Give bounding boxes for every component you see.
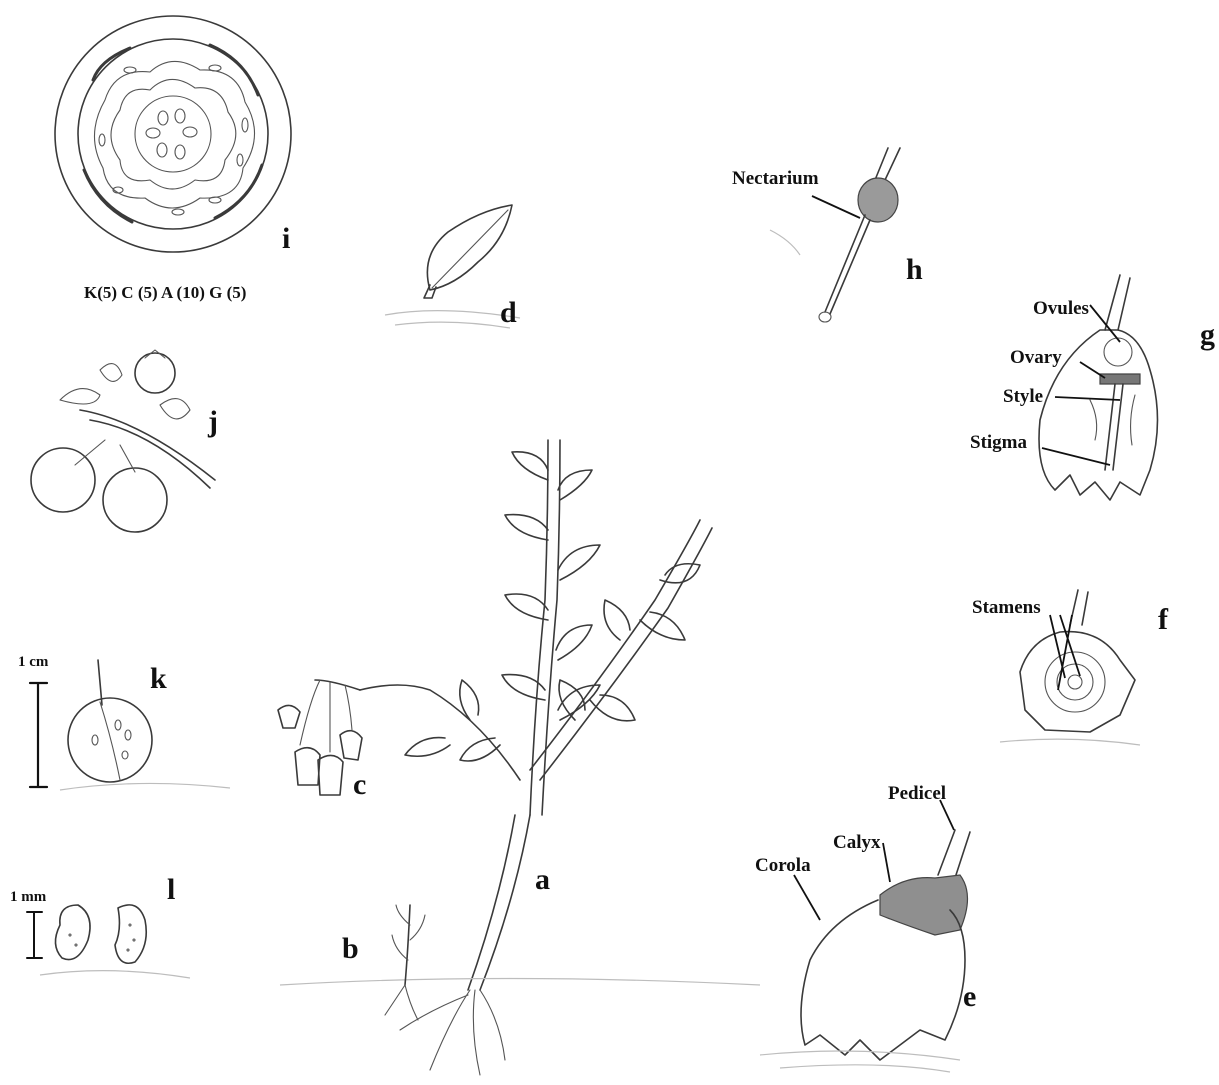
label-ovary: Ovary [1010, 347, 1062, 369]
seeds-l [27, 905, 190, 978]
ovule-ring [146, 109, 197, 159]
label-style: Style [1003, 386, 1043, 408]
seedling-b [385, 905, 425, 1020]
label-nectarium: Nectarium [732, 168, 819, 190]
panel-letter-e: e [963, 980, 976, 1014]
plant-leaves [405, 452, 700, 761]
label-ovules: Ovules [1033, 298, 1089, 320]
label-stigma: Stigma [970, 432, 1027, 454]
floral-diagram-i [55, 16, 291, 252]
label-stamens: Stamens [972, 597, 1041, 619]
label-calyx: Calyx [833, 832, 881, 854]
label-corola: Corola [755, 855, 811, 877]
floral-formula: K(5) C (5) A (10) G (5) [84, 283, 246, 303]
plant-a [280, 440, 760, 1075]
panel-letter-h: h [906, 253, 923, 287]
panel-letter-d: d [500, 296, 517, 330]
scale-label-mm: 1 mm [10, 889, 46, 906]
panel-letter-b: b [342, 932, 359, 966]
panel-letter-a: a [535, 863, 550, 897]
scale-label-cm: 1 cm [18, 654, 48, 671]
fruit-section-k [30, 660, 230, 790]
panel-letter-c: c [353, 768, 366, 802]
panel-letter-k: k [150, 662, 167, 696]
inflorescence-c [278, 680, 362, 795]
panel-letter-j: j [208, 405, 218, 439]
panel-letter-i: i [282, 222, 290, 256]
label-pedicel: Pedicel [888, 783, 946, 805]
fruiting-branch-j [31, 350, 215, 532]
panel-letter-f: f [1158, 603, 1168, 637]
panel-letter-l: l [167, 873, 175, 907]
panel-letter-g: g [1200, 318, 1215, 352]
